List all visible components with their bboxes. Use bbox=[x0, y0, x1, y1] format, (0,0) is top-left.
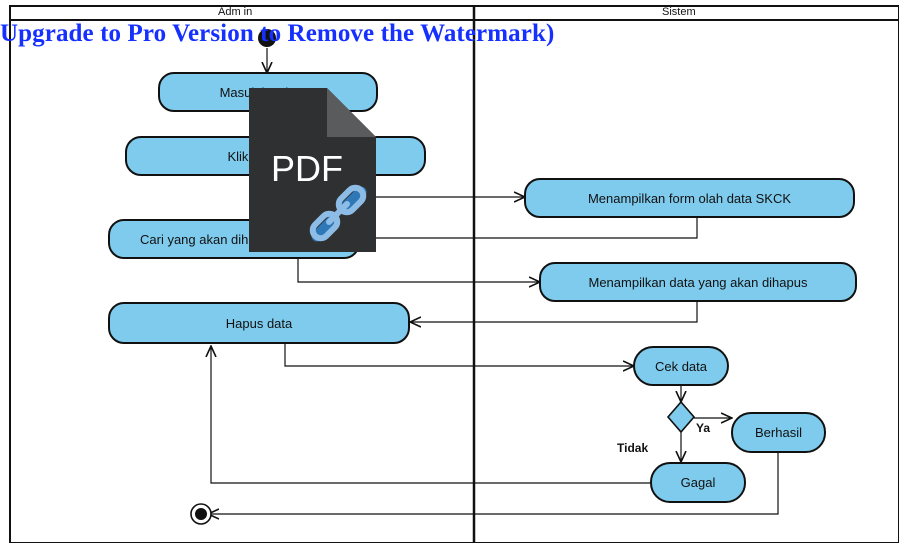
guard-ya: Ya bbox=[696, 421, 711, 435]
activity-cek-data: Cek data bbox=[633, 346, 729, 386]
activity-gagal: Gagal bbox=[650, 462, 746, 503]
edge-form-to-cari bbox=[360, 216, 698, 238]
lane-title-admin: Adm in bbox=[218, 6, 253, 18]
edge-tampil-to-hapus bbox=[410, 300, 698, 322]
decision-node bbox=[666, 400, 696, 434]
final-node bbox=[190, 503, 212, 525]
edge-gagal-to-hapus bbox=[211, 346, 651, 484]
lane-title-sistem: Sistem bbox=[662, 6, 696, 18]
edge-hapus-to-cek bbox=[284, 343, 634, 366]
activity-berhasil: Berhasil bbox=[731, 412, 826, 453]
swimlanes bbox=[9, 5, 899, 543]
edge-berhasil-to-end bbox=[208, 452, 779, 514]
guard-tidak: Tidak bbox=[617, 441, 649, 455]
watermark-text: Upgrade to Pro Version to Remove the Wat… bbox=[0, 20, 555, 47]
activity-menampilkan-form: Menampilkan form olah data SKCK bbox=[524, 178, 855, 218]
activity-hapus-data: Hapus data bbox=[108, 302, 410, 344]
pdf-icon-text: PDF bbox=[271, 148, 343, 189]
initial-node bbox=[258, 29, 276, 47]
swimlane-frame bbox=[9, 5, 899, 543]
pdf-file-link-icon: PDF bbox=[249, 88, 376, 252]
edge-cari-to-tampil bbox=[297, 258, 540, 282]
flow-edges bbox=[208, 48, 779, 514]
activity-menampilkan-data: Menampilkan data yang akan dihapus bbox=[539, 262, 857, 302]
